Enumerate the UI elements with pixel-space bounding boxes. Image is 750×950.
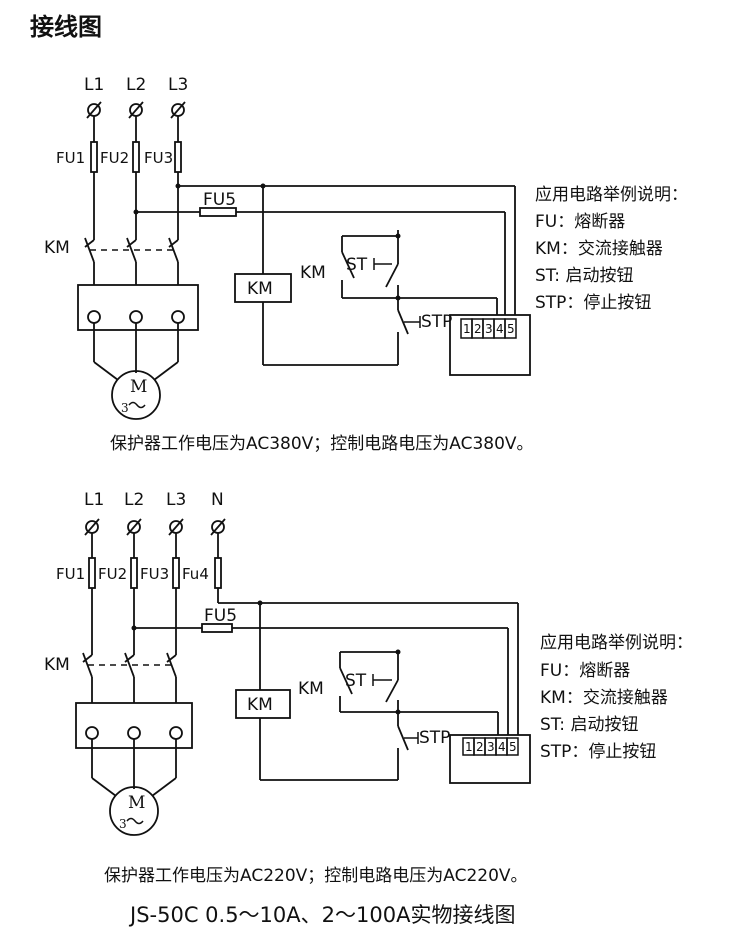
control-wiring bbox=[131, 600, 519, 781]
fuse-label-fu3: FU3 bbox=[140, 565, 169, 583]
terminal-1: 1 bbox=[463, 322, 471, 336]
main-contactor-contacts bbox=[82, 652, 177, 703]
st-start-button-symbol bbox=[373, 258, 399, 288]
st-start-button-symbol bbox=[372, 674, 399, 703]
fuse-label-fu2: FU2 bbox=[100, 149, 129, 167]
fuse-label-fu1: FU1 bbox=[56, 565, 85, 583]
thermal-block bbox=[77, 284, 199, 331]
stp-label: STP bbox=[419, 728, 450, 748]
fu5-label: FU5 bbox=[204, 606, 237, 626]
note-st: ST: 启动按钮 bbox=[535, 266, 633, 286]
legend-notes: 应用电路举例说明： FU：熔断器 KM：交流接触器 ST: 启动按钮 STP：停… bbox=[535, 185, 688, 313]
motor-phase-count: 3 bbox=[121, 401, 129, 415]
km-coil-label: KM bbox=[247, 279, 273, 299]
stp-label: STP bbox=[421, 312, 452, 332]
km-coil-box bbox=[234, 273, 292, 303]
control-wiring bbox=[133, 183, 516, 366]
main-contactor-contacts bbox=[84, 237, 179, 285]
note-fu: FU：熔断器 bbox=[535, 212, 625, 232]
stp-stop-button-symbol bbox=[397, 725, 419, 751]
notes-title: 应用电路举例说明： bbox=[540, 633, 693, 653]
terminal-4: 4 bbox=[498, 740, 506, 754]
phase-label-l1: L1 bbox=[84, 490, 104, 510]
diagram-1: L1 L2 L3 FU1 FU2 FU3 bbox=[44, 75, 688, 454]
terminal-3: 3 bbox=[487, 740, 495, 754]
st-label: ST bbox=[345, 671, 367, 691]
motor-label: M bbox=[130, 377, 147, 397]
diagram-2: L1 L2 L3 N FU1 FU2 FU3 Fu4 bbox=[44, 490, 693, 886]
motor-symbol bbox=[109, 786, 159, 836]
ac-tilde-symbol bbox=[128, 401, 146, 409]
fuse-label-fu2: FU2 bbox=[98, 565, 127, 583]
fuse-symbols bbox=[88, 557, 222, 589]
phase-label-l1: L1 bbox=[84, 75, 104, 95]
motor-leads bbox=[93, 323, 179, 381]
motor-leads bbox=[91, 739, 177, 797]
ac-tilde-symbol bbox=[126, 817, 144, 825]
note-km: KM：交流接触器 bbox=[540, 688, 668, 708]
thermal-block-terminals bbox=[87, 310, 185, 324]
legend-notes: 应用电路举例说明： FU：熔断器 KM：交流接触器 ST: 启动按钮 STP：停… bbox=[540, 633, 693, 762]
terminal-5: 5 bbox=[509, 740, 517, 754]
note-fu: FU：熔断器 bbox=[540, 661, 630, 681]
supply-terminal-symbols bbox=[86, 101, 186, 119]
terminal-3: 3 bbox=[485, 322, 493, 336]
note-stp: STP：停止按钮 bbox=[540, 742, 656, 762]
phase-lines bbox=[91, 533, 219, 655]
motor-symbol bbox=[111, 370, 161, 420]
km-aux-label: KM bbox=[300, 263, 326, 283]
caption-2: 保护器工作电压为AC220V；控制电路电压为AC220V。 bbox=[104, 866, 528, 886]
note-km: KM：交流接触器 bbox=[535, 239, 663, 259]
phase-label-l2: L2 bbox=[124, 490, 144, 510]
caption-1: 保护器工作电压为AC380V；控制电路电压为AC380V。 bbox=[110, 434, 534, 454]
km-main-label: KM bbox=[44, 238, 70, 258]
terminal-2: 2 bbox=[476, 740, 484, 754]
phase-label-l2: L2 bbox=[126, 75, 146, 95]
terminal-5: 5 bbox=[507, 322, 515, 336]
phase-label-n: N bbox=[211, 490, 224, 510]
motor-label: M bbox=[128, 793, 145, 813]
terminal-4: 4 bbox=[496, 322, 504, 336]
note-stp: STP：停止按钮 bbox=[535, 293, 651, 313]
terminal-2: 2 bbox=[474, 322, 482, 336]
thermal-block-terminals bbox=[85, 726, 183, 740]
note-st: ST: 启动按钮 bbox=[540, 715, 638, 735]
protector-module bbox=[449, 734, 531, 784]
km-aux-contact bbox=[341, 251, 355, 279]
fu5-label: FU5 bbox=[203, 190, 236, 210]
protector-terminals bbox=[462, 737, 519, 756]
fuse-label-fu3: FU3 bbox=[144, 149, 173, 167]
supply-terminal-symbols bbox=[84, 518, 226, 536]
page-title: 接线图 bbox=[30, 13, 102, 41]
motor-phase-count: 3 bbox=[119, 817, 127, 831]
protector-terminals bbox=[460, 318, 517, 339]
fuse-label-fu1: FU1 bbox=[56, 149, 85, 167]
km-coil-label: KM bbox=[247, 695, 273, 715]
phase-label-l3: L3 bbox=[166, 490, 186, 510]
phase-label-l3: L3 bbox=[168, 75, 188, 95]
fuse-symbols bbox=[90, 141, 182, 173]
st-label: ST bbox=[346, 255, 368, 275]
km-aux-contact bbox=[339, 667, 353, 695]
fuse-label-fu4: Fu4 bbox=[182, 565, 209, 583]
terminal-1: 1 bbox=[465, 740, 473, 754]
km-aux-label: KM bbox=[298, 679, 324, 699]
stp-stop-button-symbol bbox=[397, 309, 421, 335]
protector-module bbox=[449, 314, 531, 376]
km-coil-box bbox=[235, 689, 291, 719]
phase-lines bbox=[93, 116, 179, 240]
bottom-caption: JS-50C 0.5～10A、2～100A实物接线图 bbox=[128, 903, 515, 927]
notes-title: 应用电路举例说明： bbox=[535, 185, 688, 205]
km-main-label: KM bbox=[44, 655, 70, 675]
